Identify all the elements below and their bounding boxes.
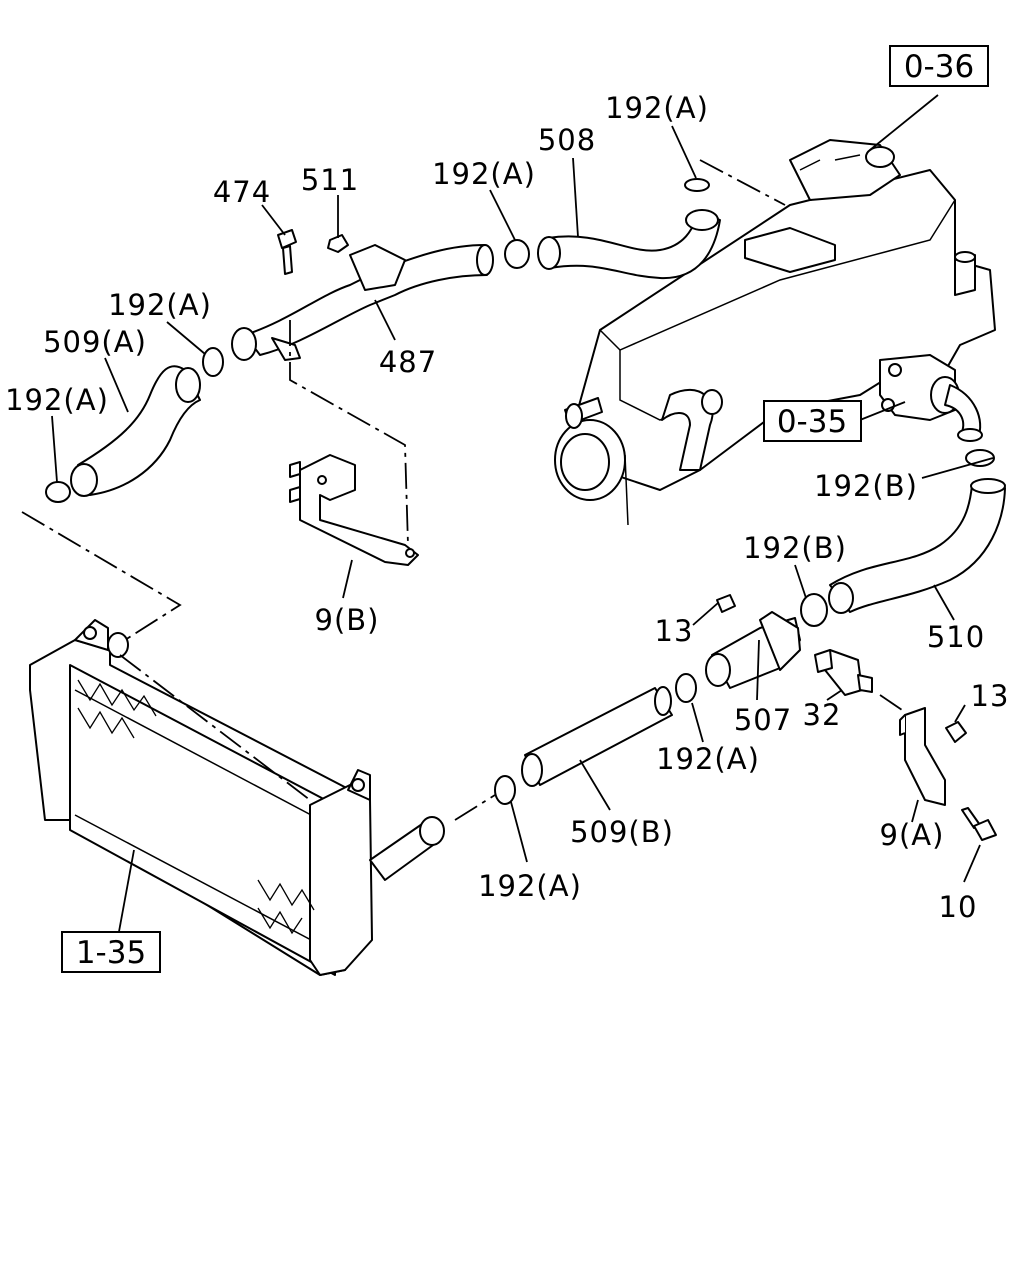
callout-474[interactable]: 474 xyxy=(213,175,271,209)
ref-box-0-35[interactable]: 0-35 xyxy=(763,400,862,442)
callout-192a-left-upper[interactable]: 192(A) xyxy=(108,288,212,322)
hose-509b xyxy=(521,686,673,787)
callout-192a-mid-lower[interactable]: 192(A) xyxy=(656,742,760,776)
callout-192b-mid[interactable]: 192(B) xyxy=(743,531,847,565)
engine-block xyxy=(554,139,996,526)
callout-509b[interactable]: 509(B) xyxy=(570,815,674,849)
bolt-474 xyxy=(277,229,297,275)
ref-box-1-35[interactable]: 1-35 xyxy=(61,931,161,973)
callout-13-left[interactable]: 13 xyxy=(655,614,694,648)
ref-box-0-36[interactable]: 0-36 xyxy=(889,45,989,87)
connection-lines xyxy=(21,159,906,821)
callout-192a-bottom[interactable]: 192(A) xyxy=(478,869,582,903)
nut-511 xyxy=(327,234,349,253)
nut-13 xyxy=(716,594,967,743)
callout-32[interactable]: 32 xyxy=(803,698,842,732)
hose-510 xyxy=(828,478,1006,614)
pipe-507 xyxy=(705,611,801,689)
radiator xyxy=(29,619,445,976)
thermostat-housing xyxy=(879,354,983,442)
hose-509a xyxy=(70,365,201,497)
callout-9a[interactable]: 9(A) xyxy=(880,818,945,852)
callout-192a-top-right[interactable]: 192(A) xyxy=(605,91,709,125)
callout-510[interactable]: 510 xyxy=(927,620,985,654)
callout-507[interactable]: 507 xyxy=(734,703,792,737)
callout-192a-top-mid[interactable]: 192(A) xyxy=(432,157,536,191)
sensor-32 xyxy=(814,649,873,696)
leader-lines xyxy=(51,94,994,938)
callout-192a-left-lower[interactable]: 192(A) xyxy=(5,383,109,417)
callout-192b-right[interactable]: 192(B) xyxy=(814,469,918,503)
callout-511[interactable]: 511 xyxy=(301,163,359,197)
callout-labels: 474 511 192(A) 508 192(A) 192(A) 509(A) … xyxy=(5,91,1010,924)
callout-487[interactable]: 487 xyxy=(379,345,437,379)
bracket-9a xyxy=(899,707,946,806)
callout-13-right[interactable]: 13 xyxy=(971,679,1010,713)
ref-0-35-label: 0-35 xyxy=(777,404,847,440)
ref-1-35-label: 1-35 xyxy=(76,935,146,971)
hose-508 xyxy=(537,209,721,280)
hose-clamps xyxy=(45,178,995,805)
callout-508[interactable]: 508 xyxy=(538,123,596,157)
callout-509a[interactable]: 509(A) xyxy=(43,325,147,359)
callout-10[interactable]: 10 xyxy=(939,890,978,924)
bracket-9b xyxy=(289,454,419,566)
pipe-487 xyxy=(231,244,494,361)
ref-0-36-label: 0-36 xyxy=(904,49,974,85)
bolt-10 xyxy=(961,807,997,841)
callout-9b[interactable]: 9(B) xyxy=(315,603,380,637)
